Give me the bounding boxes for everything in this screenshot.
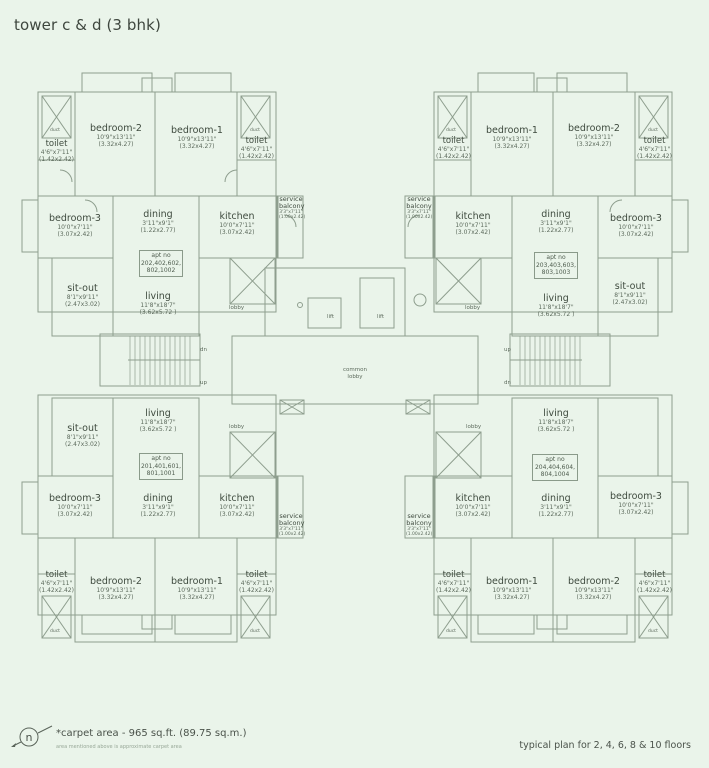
svg-text:n: n — [26, 731, 33, 744]
room-bedroom-1-tl: bedroom-1 10'9"x13'11" (3.32x4.27) — [171, 125, 223, 150]
page-title: tower c & d (3 bhk) — [14, 16, 161, 34]
apt-number-tr: apt no 203,403,603, 803,1003 — [534, 252, 578, 279]
room-bedroom-2-bl: bedroom-2 10'9"x13'11" (3.32x4.27) — [90, 576, 142, 601]
room-service-balcony-br: service balcony 3'3"x7'11" (1.00x2.42) — [406, 512, 433, 537]
room-sitout-tr: sit-out 8'1"x9'11" (2.47x3.02) — [612, 281, 648, 306]
duct-label: duct — [250, 629, 260, 634]
room-toilet-b-bl: toilet 4'6"x7'11" (1.42x2.42) — [239, 570, 274, 594]
room-dining-br: dining 3'11"x9'1" (1.22x2.77) — [538, 493, 574, 518]
room-sitout-tl: sit-out 8'1"x9'11" (2.47x3.02) — [65, 283, 100, 308]
duct-label: duct — [446, 629, 456, 634]
stair-up-left: up — [200, 380, 207, 386]
room-service-balcony-bl: service balcony 3'3"x7'11" (1.00x2.42) — [279, 512, 306, 537]
room-toilet-a-bl: toilet 4'6"x7'11" (1.42x2.42) — [39, 570, 74, 594]
room-bedroom-1-bl: bedroom-1 10'9"x13'11" (3.32x4.27) — [171, 576, 223, 601]
room-dining-tr: dining 3'11"x9'1" (1.22x2.77) — [538, 209, 574, 234]
stair-dn-right: dn — [504, 380, 511, 386]
room-kitchen-br: kitchen 10'0"x7'11" (3.07x2.42) — [455, 493, 491, 518]
carpet-area-note: area mentioned above is approximate carp… — [56, 744, 182, 750]
room-toilet-a-tr: toilet 4'6"x7'11" (1.42x2.42) — [436, 136, 471, 160]
stair-dn-left: dn — [200, 347, 207, 353]
room-bedroom-1-tr: bedroom-1 10'9"x13'11" (3.32x4.27) — [486, 125, 538, 150]
lobby-label-tl: lobby — [229, 305, 245, 311]
room-kitchen-bl: kitchen 10'0"x7'11" (3.07x2.42) — [219, 493, 255, 518]
room-bedroom-3-br: bedroom-3 10'0"x7'11" (3.07x2.42) — [610, 491, 662, 516]
duct-label: duct — [648, 629, 658, 634]
north-compass-icon: n — [11, 725, 53, 747]
apt-number-bl: apt no 201,401,601, 801,1001 — [139, 453, 183, 480]
carpet-area-text: *carpet area - 965 sq.ft. (89.75 sq.m.) — [56, 728, 247, 739]
room-bedroom-2-br: bedroom-2 10'9"x13'11" (3.32x4.27) — [568, 576, 620, 601]
typical-plan-caption: typical plan for 2, 4, 6, 8 & 10 floors — [519, 740, 691, 751]
duct-label: duct — [50, 629, 60, 634]
duct-label: duct — [250, 128, 260, 133]
lift-2-label: lift — [377, 314, 385, 320]
room-toilet-a-tl: toilet 4'6"x7'11" (1.42x2.42) — [39, 139, 74, 163]
room-living-tl: living 11'8"x18'7" (3.62x5.72 ) — [139, 291, 177, 316]
apt-number-tl: apt no 202,402,602, 802,1002 — [139, 250, 183, 277]
room-bedroom-1-br: bedroom-1 10'9"x13'11" (3.32x4.27) — [486, 576, 538, 601]
duct-label: duct — [648, 128, 658, 133]
duct-label: duct — [446, 128, 456, 133]
room-bedroom-3-bl: bedroom-3 10'0"x7'11" (3.07x2.42) — [49, 493, 101, 518]
room-bedroom-3-tl: bedroom-3 10'0"x7'11" (3.07x2.42) — [49, 213, 101, 238]
room-toilet-a-br: toilet 4'6"x7'11" (1.42x2.42) — [436, 570, 471, 594]
lobby-label-tr: lobby — [465, 305, 481, 311]
room-sitout-bl: sit-out 8'1"x9'11" (2.47x3.02) — [65, 423, 100, 448]
room-service-balcony-tl: service balcony 3'3"x7'11" (1.00x2.42) — [279, 195, 306, 220]
stair-up-right: up — [504, 347, 511, 353]
room-service-balcony-tr: service balcony 3'3"x7'11" (1.00x2.42) — [406, 195, 433, 220]
room-toilet-b-br: toilet 4'6"x7'11" (1.42x2.42) — [637, 570, 672, 594]
room-dining-bl: dining 3'11"x9'1" (1.22x2.77) — [140, 493, 176, 518]
lift-1-label: lift — [327, 314, 335, 320]
room-dining-tl: dining 3'11"x9'1" (1.22x2.77) — [140, 209, 176, 234]
room-kitchen-tr: kitchen 10'0"x7'11" (3.07x2.42) — [455, 211, 491, 236]
common-lobby-label: common lobby — [343, 367, 367, 381]
room-kitchen-tl: kitchen 10'0"x7'11" (3.07x2.42) — [219, 211, 255, 236]
apt-number-br: apt no 204,404,604, 804,1004 — [532, 454, 578, 481]
room-bedroom-3-tr: bedroom-3 10'0"x7'11" (3.07x2.42) — [610, 213, 662, 238]
room-toilet-b-tl: toilet 4'6"x7'11" (1.42x2.42) — [239, 136, 274, 160]
room-bedroom-2-tl: bedroom-2 10'9"x13'11" (3.32x4.27) — [90, 123, 142, 148]
lobby-label-bl: lobby — [229, 424, 245, 430]
room-living-tr: living 11'8"x18'7" (3.62x5.72 ) — [537, 293, 575, 318]
room-toilet-b-tr: toilet 4'6"x7'11" (1.42x2.42) — [637, 136, 672, 160]
room-bedroom-2-tr: bedroom-2 10'9"x13'11" (3.32x4.27) — [568, 123, 620, 148]
duct-label: duct — [50, 128, 60, 133]
room-living-br: living 11'8"x18'7" (3.62x5.72 ) — [537, 408, 575, 433]
lobby-label-br: lobby — [466, 424, 482, 430]
room-living-bl: living 11'8"x18'7" (3.62x5.72 ) — [139, 408, 177, 433]
